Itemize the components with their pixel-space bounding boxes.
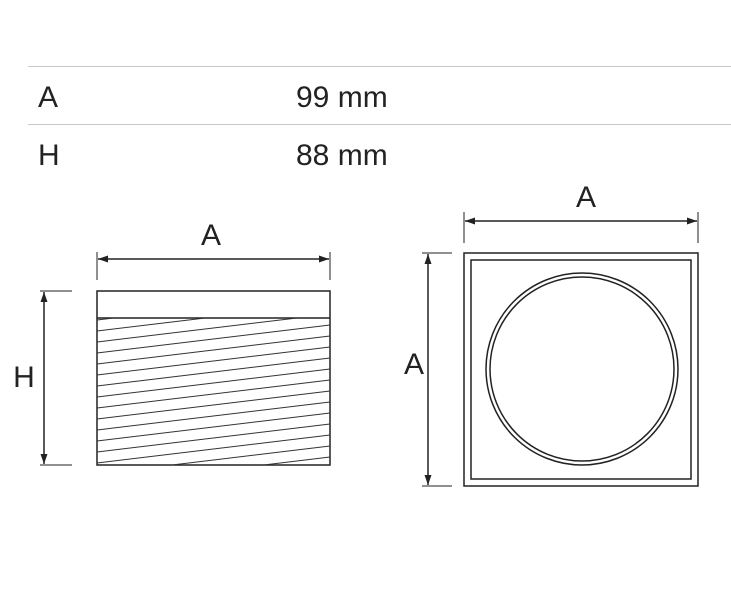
side-width-label: A [201,219,221,252]
side-thread-lines [96,317,331,466]
spec-label: H [38,139,60,172]
top-inner-circle [489,276,675,462]
top-width-label: A [576,181,596,214]
top-outer-square [463,252,699,487]
thread-line [96,379,331,409]
spec-value: 88 mm [296,139,388,172]
spec-table: A 99 mm H 88 mm [28,66,731,182]
top-inner-square [470,259,692,480]
top-outer-circle [485,272,679,466]
thread-line [96,335,331,365]
thread-line [96,346,331,376]
spec-row-a: A 99 mm [28,66,731,124]
side-view: A H [13,219,331,466]
thread-line [96,423,331,453]
thread-line [96,317,114,321]
top-height-label: A [404,348,424,381]
spec-label: A [38,81,59,114]
spec-row-h: H 88 mm [28,124,731,182]
thread-line [96,390,331,420]
thread-line [96,317,298,343]
top-view: A A [404,181,699,487]
thread-line [171,445,331,466]
thread-line [96,324,331,354]
thread-line [96,434,331,464]
thread-line [96,368,331,398]
thread-line [96,401,331,431]
side-height-label: H [13,361,35,394]
thread-line [96,317,206,332]
spec-value: 99 mm [296,81,388,114]
thread-line [96,357,331,387]
thread-line [96,412,331,442]
thread-line [263,456,331,466]
side-body-outline [96,290,331,466]
